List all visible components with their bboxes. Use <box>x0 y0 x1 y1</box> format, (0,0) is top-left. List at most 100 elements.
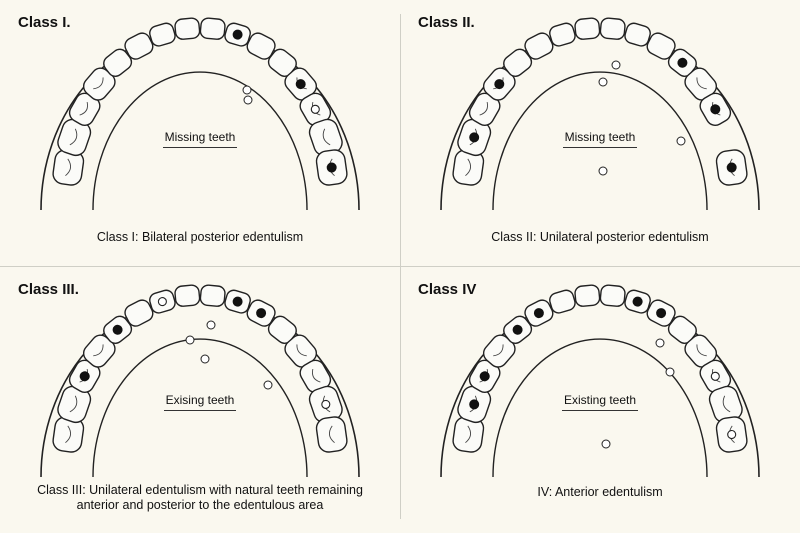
filled-marker <box>632 296 643 307</box>
tooth-groove <box>322 128 331 146</box>
filled-marker <box>295 79 306 90</box>
filled-marker <box>479 371 490 382</box>
tooth-groove <box>69 395 78 413</box>
tooth-crown <box>124 32 154 60</box>
tooth-crown <box>549 289 576 314</box>
tooth-groove <box>696 77 707 90</box>
center-label: Missing teeth <box>0 130 400 148</box>
tooth <box>574 17 601 40</box>
dental-arch-diagram <box>440 17 760 211</box>
filled-marker <box>112 324 123 335</box>
filled-marker <box>79 371 90 382</box>
caption-line: anterior and posterior to the edentulous… <box>76 498 324 512</box>
tooth <box>503 315 533 344</box>
tooth <box>246 32 276 60</box>
center-label: Existing teeth <box>400 393 800 411</box>
tooth <box>715 149 748 186</box>
tooth <box>149 22 176 47</box>
tooth-crown <box>624 22 651 47</box>
tooth-groove <box>93 344 104 357</box>
tooth <box>149 289 176 314</box>
tooth-groove <box>465 425 471 444</box>
tooth <box>549 22 576 47</box>
tooth <box>549 289 576 314</box>
tooth <box>224 289 251 314</box>
tooth <box>103 48 133 77</box>
caption: Class III: Unilateral edentulism with na… <box>0 483 400 513</box>
filled-marker <box>232 296 243 307</box>
tooth-groove <box>696 344 707 357</box>
tooth <box>574 284 601 307</box>
tooth <box>224 22 251 47</box>
filled-marker <box>469 399 480 410</box>
filled-marker <box>533 308 544 319</box>
tooth <box>315 149 348 186</box>
center-label: Missing teeth <box>400 130 800 148</box>
tooth-crown <box>549 22 576 47</box>
tooth-groove <box>493 344 504 357</box>
tooth-groove <box>722 395 731 413</box>
tooth-groove <box>329 425 335 444</box>
panel-class-2: Class II. Missing teeth Class II: Unilat… <box>400 0 800 266</box>
tooth <box>452 149 485 186</box>
open-marker <box>310 104 320 114</box>
tooth-crown <box>315 416 348 453</box>
tooth-groove <box>79 101 88 116</box>
tooth-crown <box>199 284 226 307</box>
filled-marker <box>232 29 243 40</box>
tooth-crown <box>599 17 626 40</box>
tooth <box>199 284 226 307</box>
tooth <box>174 284 201 307</box>
tooth-groove <box>69 128 78 146</box>
tooth <box>315 416 348 453</box>
tooth-groove <box>65 158 71 177</box>
filled-marker <box>656 308 667 319</box>
filled-marker <box>494 79 505 90</box>
tooth <box>452 416 485 453</box>
tooth <box>68 359 101 393</box>
open-marker <box>157 297 167 307</box>
open-marker <box>710 371 720 381</box>
inner-gum-line <box>492 71 708 211</box>
tooth <box>524 299 554 327</box>
tooth <box>646 32 676 60</box>
tooth <box>124 299 154 327</box>
tooth-groove <box>312 368 321 383</box>
tooth <box>103 315 133 344</box>
tooth <box>284 334 318 368</box>
tooth-crown <box>103 48 133 77</box>
tooth-crown <box>174 17 201 40</box>
class-title: Class II. <box>418 14 475 31</box>
tooth <box>524 32 554 60</box>
caption: IV: Anterior edentulism <box>537 485 663 499</box>
tooth-groove <box>65 425 71 444</box>
center-label: Exising teeth <box>0 393 400 411</box>
arch-group <box>40 284 360 478</box>
filled-marker <box>710 104 721 115</box>
panel-class-4: Class IV Existing teeth IV: Anterior ede… <box>400 267 800 533</box>
dental-arch-diagram <box>40 17 360 211</box>
tooth <box>199 17 226 40</box>
horizontal-divider <box>0 266 800 267</box>
tooth <box>174 17 201 40</box>
filled-marker <box>326 162 337 173</box>
tooth <box>624 22 651 47</box>
tooth <box>52 149 85 186</box>
tooth <box>246 299 276 327</box>
panel-class-1: Class I. Missing teeth Class I: Bilatera… <box>0 0 400 266</box>
dental-arch-diagram <box>40 284 360 478</box>
tooth <box>715 416 748 453</box>
tooth-groove <box>93 77 104 90</box>
class-title: Class I. <box>18 14 71 31</box>
filled-marker <box>677 57 688 68</box>
tooth <box>124 32 154 60</box>
tooth-groove <box>479 101 488 116</box>
caption: Class II: Unilateral posterior edentulis… <box>491 230 709 244</box>
tooth <box>599 17 626 40</box>
tooth-crown <box>599 284 626 307</box>
inner-gum-line <box>492 338 708 478</box>
arch-group <box>440 284 760 478</box>
tooth <box>599 284 626 307</box>
tooth-crown <box>149 22 176 47</box>
open-marker <box>727 429 737 440</box>
